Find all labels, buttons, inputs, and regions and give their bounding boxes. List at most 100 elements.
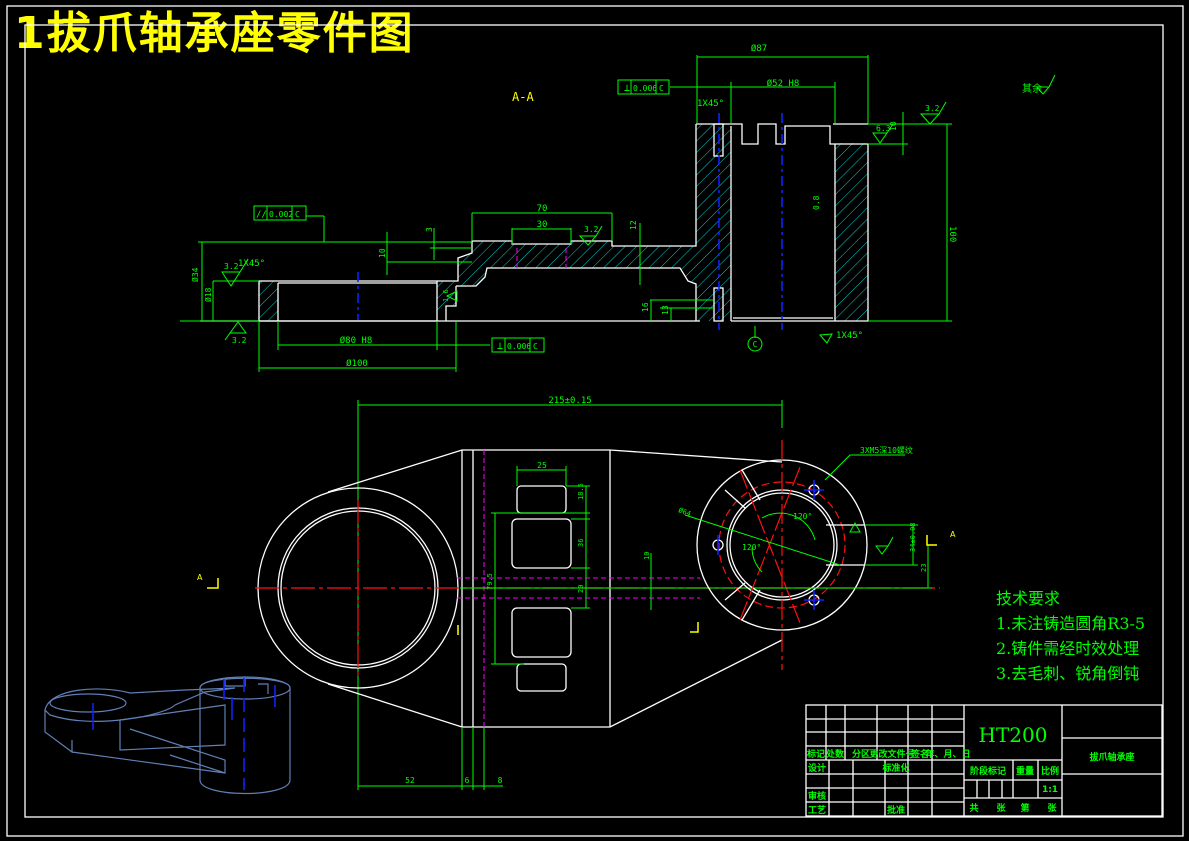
tolerance-frame-parallel: // 0.002 C [253,205,307,221]
hatch-right-wall [835,143,868,321]
svg-text:阶段标记: 阶段标记 [970,765,1006,777]
dim-10: 10 [378,248,387,258]
svg-text:张: 张 [1047,802,1057,814]
section-label: A-A [512,90,534,104]
svg-text://: // [256,210,267,220]
sheet-border-outer [6,5,1184,837]
svg-text:审核: 审核 [808,790,826,802]
svg-text:⊥: ⊥ [497,341,503,352]
dim-dia-80: Ø80 H8 [340,335,373,346]
dim-3: 3 [425,227,434,232]
threaded-holes [712,480,824,610]
dim-100: 100 [947,226,957,242]
dim-pocket-25: 25 [537,461,547,470]
dim-bottom-52: 52 [405,776,415,785]
svg-text:重量: 重量 [1016,765,1034,777]
dim-center-distance: 215±0.15 [548,396,591,406]
dim-pcd: Ø64 [677,506,692,518]
svg-text:0.006: 0.006 [633,84,657,93]
dim-30: 30 [537,220,548,230]
tech-heading: 技术要求 [996,589,1061,608]
svg-text:C: C [533,342,538,351]
material: HT200 [979,723,1048,747]
svg-text:0.006: 0.006 [507,342,531,351]
hatch-left-flange [259,281,278,321]
svg-text:3.2: 3.2 [584,225,599,234]
svg-text:⊥: ⊥ [624,83,630,94]
pocket-2 [511,518,572,569]
svg-text:C: C [295,210,300,219]
svg-text:签名: 签名 [910,748,929,760]
drawing-title: 1拔爪轴承座零件图 [14,8,415,59]
dim-pocket-36: 36 [577,539,585,547]
svg-text:年、月、日: 年、月、日 [925,748,970,760]
dim-13: 13 [661,305,670,315]
sheet-border-inner [24,24,1164,818]
tech-item: 3.去毛刺、锐角倒钝 [996,664,1140,683]
section-arrows [207,535,937,635]
svg-text:3.2: 3.2 [925,104,940,113]
svg-text:0.8: 0.8 [812,195,821,210]
dim-pocket-79: 79.5 [486,573,494,590]
dim-bottom-8: 8 [498,776,503,785]
dim-pocket-10: 10 [643,552,651,560]
svg-text:3.2: 3.2 [232,336,247,345]
svg-text:张: 张 [996,802,1006,814]
dim-chamfer-left: 1X45° [238,259,265,269]
dim-left-h1: Ø34 [190,267,200,282]
svg-text:批准: 批准 [887,804,905,816]
svg-text:更改文件号: 更改文件号 [869,748,914,760]
svg-text:比例: 比例 [1041,765,1059,777]
svg-text:0.002: 0.002 [269,210,293,219]
technical-requirements: 技术要求 1.未注铸造圆角R3-5 2.铸件需经时效处理 3.去毛刺、锐角倒钝 [996,586,1145,686]
dim-10-top: 10 [889,121,898,131]
pocket-1 [516,485,567,514]
tower-outline [696,123,869,322]
dim-top-bore: Ø52 H8 [767,78,800,89]
roughness-symbols [221,74,1056,344]
svg-text:C: C [659,84,664,93]
left-flange-outline [258,280,438,322]
dim-slot-width: 34±0.08 [909,522,917,552]
dim-12: 12 [629,220,638,230]
dim-angle-120: 120° [793,512,812,521]
svg-text:1.6: 1.6 [442,289,450,302]
dim-70: 70 [537,204,548,214]
dim-chamfer-bottom: 1X45° [836,331,863,341]
isometric-view [44,676,291,795]
dim-bottom-6: 6 [465,776,470,785]
dim-angle-120b: 120° [742,543,761,552]
pocket-4 [516,663,567,692]
dim-left-h2: Ø18 [203,287,213,302]
tech-item: 2.铸件需经时效处理 [996,639,1140,658]
dim-chamfer-top: 1X45° [697,99,724,109]
svg-text:共: 共 [969,802,978,814]
part-name: 拔爪轴承座 [1089,751,1134,763]
hole-note: 3XM5深10螺纹 [860,445,913,455]
pocket-3 [511,607,572,658]
section-mark-left: A [197,573,203,582]
tech-item: 1.未注铸造圆角R3-5 [996,614,1146,633]
svg-text:标记: 标记 [806,748,825,760]
roughness-other: 其余 [1022,82,1042,95]
dim-16: 16 [641,302,650,312]
section-mark-right: A [950,530,956,539]
svg-text:6.3: 6.3 [876,124,891,133]
top-view: 215±0.15 25 18.5 36 20 10 7 [197,396,956,790]
dim-dia-100: Ø100 [346,358,368,369]
svg-text:标准化: 标准化 [881,762,909,774]
tolerance-frame-bottom: ⊥ 0.006 C [491,337,545,353]
svg-text:设计: 设计 [808,762,826,774]
svg-text:分区: 分区 [852,748,870,760]
dim-slot-depth: 23 [920,564,928,572]
svg-text:第: 第 [1020,802,1029,814]
section-view-a-a: A-A [180,43,1056,372]
tolerance-frame-top: ⊥ 0.006 C [617,79,670,95]
svg-text:工艺: 工艺 [808,804,826,816]
title-block: HT200 拔爪轴承座 标记 处数 分区 更改文件号 签名 年、月、日 设计 标… [805,704,1163,817]
hatch-main-body [437,124,731,321]
datum-c: C [753,340,758,349]
dim-top-overall: Ø87 [751,43,767,54]
svg-text:3.2: 3.2 [224,262,239,271]
